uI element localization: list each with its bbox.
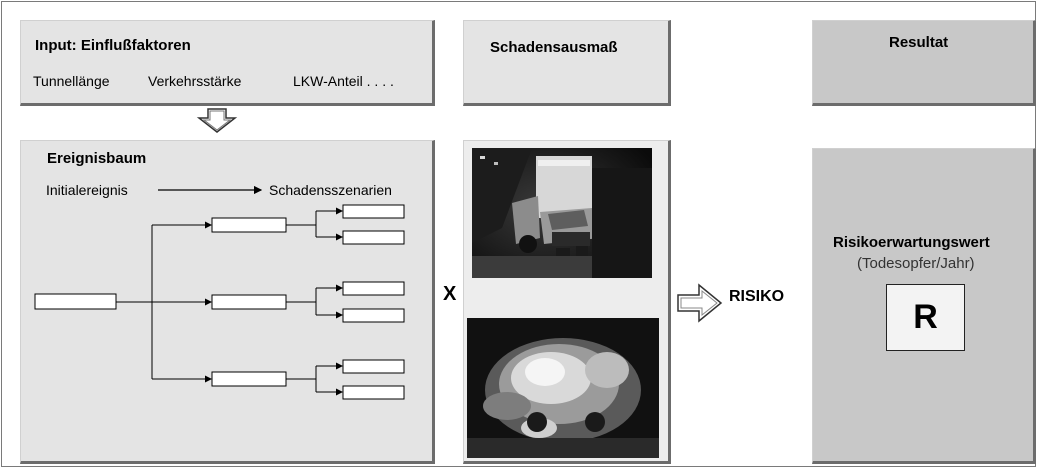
schadensausmass-panel: Schadensausmaß bbox=[463, 20, 671, 106]
multiplication-operator: X bbox=[443, 283, 457, 305]
risikoerwartungswert-title: Risikoerwartungswert bbox=[833, 234, 990, 251]
right-arrow-icon bbox=[677, 283, 723, 323]
ereignisbaum-panel: Ereignisbaum Initialereignis Schadenssze… bbox=[20, 140, 435, 464]
intermediate-event-box bbox=[211, 371, 287, 387]
scenario-box bbox=[342, 204, 405, 219]
event-tree bbox=[34, 185, 405, 400]
factor-lkw-anteil: LKW-Anteil . . . . bbox=[293, 73, 394, 89]
risiko-label: RISIKO bbox=[729, 288, 785, 305]
intermediate-event-box bbox=[211, 217, 287, 233]
resultat-title: Resultat bbox=[889, 34, 949, 51]
truck-crash-photo bbox=[472, 148, 652, 278]
scenario-box bbox=[342, 385, 405, 400]
scenario-box bbox=[342, 281, 405, 296]
scenario-box bbox=[342, 308, 405, 323]
risk-symbol-box: R bbox=[886, 284, 965, 351]
resultat-panel: Resultat bbox=[812, 20, 1036, 106]
scenario-box bbox=[342, 359, 405, 374]
initial-event-box bbox=[34, 293, 117, 310]
input-panel: Input: Einflußfaktoren Tunnellänge Verke… bbox=[20, 20, 435, 106]
scenario-box bbox=[342, 230, 405, 245]
risk-unit-label: (Todesopfer/Jahr) bbox=[857, 255, 975, 272]
ereignisbaum-title: Ereignisbaum bbox=[47, 150, 147, 167]
intermediate-event-box bbox=[211, 294, 287, 310]
vehicle-fire-photo bbox=[467, 318, 659, 458]
down-arrow-icon bbox=[196, 108, 238, 133]
schadensausmass-title: Schadensausmaß bbox=[490, 39, 618, 56]
initialereignis-label: Initialereignis bbox=[46, 182, 128, 198]
schadensszenarien-label: Schadensszenarien bbox=[269, 182, 392, 198]
factor-tunnellaenge: Tunnellänge bbox=[33, 73, 110, 89]
factor-verkehrsstaerke: Verkehrsstärke bbox=[148, 73, 242, 89]
input-title: Input: Einflußfaktoren bbox=[35, 37, 191, 54]
